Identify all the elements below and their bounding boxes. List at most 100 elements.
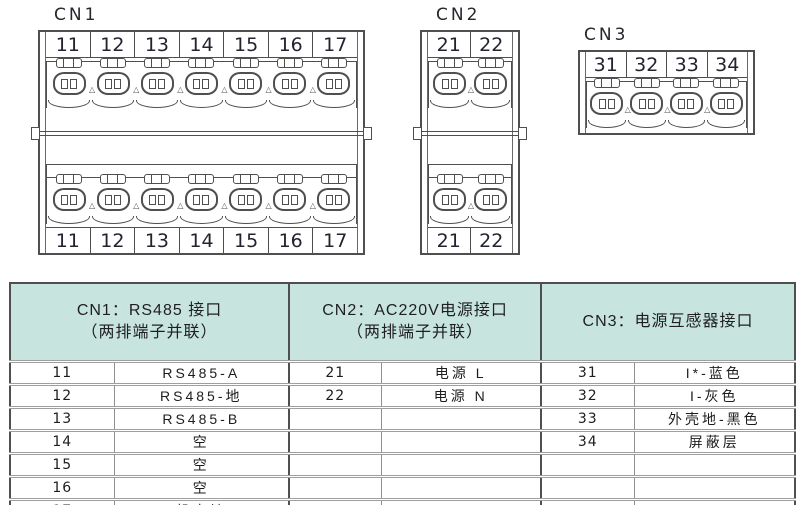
mid-rib [413,127,527,140]
pin-description-cell: 空 [113,451,290,476]
screw-slot [158,78,166,89]
terminal-number: 32 [625,52,667,77]
screw-terminal [590,92,624,115]
screw-slot [718,98,726,109]
screw-slot [114,194,122,205]
screw-terminal [96,188,130,211]
scallop-edge [224,216,267,224]
terminal-slot [470,58,511,108]
terminal-number: 31 [593,53,618,76]
pin-number-cell: 21 [288,359,382,384]
terminal-clip [436,58,463,68]
terminal-slot: △ [179,174,228,224]
pin-description-cell: 电源 N [380,382,542,407]
screw-slot [290,78,298,89]
pin-number-cell [540,451,635,476]
terminal-number: 12 [89,228,135,253]
table-header-cn1: CN1：RS485 接口 （两排端子并联） [10,283,290,361]
screw-slot [482,78,490,89]
triangle-marker-icon: △ [704,105,711,114]
triangle-marker-icon: △ [467,201,474,210]
pin-description-cell [380,451,542,476]
terminal-slot: △ [91,58,139,108]
pin-number-cell [288,451,382,476]
scallop-edge [471,100,510,108]
screw-terminal [474,72,507,95]
terminal-number: 13 [134,32,179,57]
terminal-clip [188,174,215,184]
terminal-clip [100,58,127,68]
terminal-clip [144,174,171,184]
spacer [580,128,753,133]
pin-description-cell [380,428,542,453]
pin-number-cell [288,497,382,505]
pin-description-cell: I-灰色 [633,382,796,407]
terminal-clip [436,174,463,184]
table-header-cn2: CN2：AC220V电源接口 （两排端子并联） [288,283,542,361]
terminal-clip [320,174,347,184]
table-header-row: CN1：RS485 接口 （两排端子并联） CN2：AC220V电源接口 （两排… [10,283,796,361]
screw-slot [105,194,113,205]
screw-slot [441,194,449,205]
scallop-edge [136,100,179,108]
screw-terminal [669,92,703,115]
pin-description-cell [380,497,542,505]
screw-slot [441,78,449,89]
screw-slot [105,78,113,89]
pin-number-cell: 33 [540,405,635,430]
pin-description-cell [633,497,796,505]
screw-slot [158,194,166,205]
terminal-clip [232,174,259,184]
terminal-number: 11 [55,33,80,56]
cn2-header-title: CN2：AC220V电源接口 [322,301,508,319]
screw-terminal [317,188,351,211]
screw-slot [237,78,245,89]
pin-number-cell: 17 [10,497,114,505]
terminal-slot [312,58,356,108]
scallop-edge [180,100,223,108]
terminal-slot: △ [91,174,139,224]
screw-slot [114,78,122,89]
triangle-marker-icon: △ [309,201,316,210]
cn3-header-title: CN3：电源互感器接口 [582,312,754,330]
triangle-marker-icon: △ [664,105,671,114]
triangle-marker-icon: △ [221,201,228,210]
pin-description-cell [633,474,796,499]
screw-slot [61,194,69,205]
pin-number-cell: 14 [10,428,114,453]
pin-number-cell [540,497,635,505]
scallop-edge [707,120,745,128]
scallop-edge [627,120,666,128]
terminal-housing: △△△ [586,78,747,128]
pin-number-cell: 22 [288,382,382,407]
screw-slot [202,194,210,205]
screw-slot [246,78,254,89]
screw-terminal [433,72,466,95]
housing-band [428,164,512,177]
pin-number-cell: 16 [10,474,114,499]
mid-rib [31,127,372,140]
terminal-number: 21 [436,33,461,56]
pin-number-cell [288,474,382,499]
terminal-number: 12 [89,32,135,57]
terminal-clip [56,174,83,184]
screw-slot [334,78,342,89]
cn1-header-subtitle: （两排端子并联） [81,323,218,341]
screw-slot [237,194,245,205]
screw-slot [281,194,289,205]
pin-number-cell: 12 [10,382,114,407]
screw-slot [598,98,606,109]
screw-slot [607,98,615,109]
terminal-clip [276,174,303,184]
terminal-slot: △ [224,58,272,108]
scallop-edge [430,216,469,224]
screw-slot [70,78,78,89]
screw-slot [149,194,157,205]
